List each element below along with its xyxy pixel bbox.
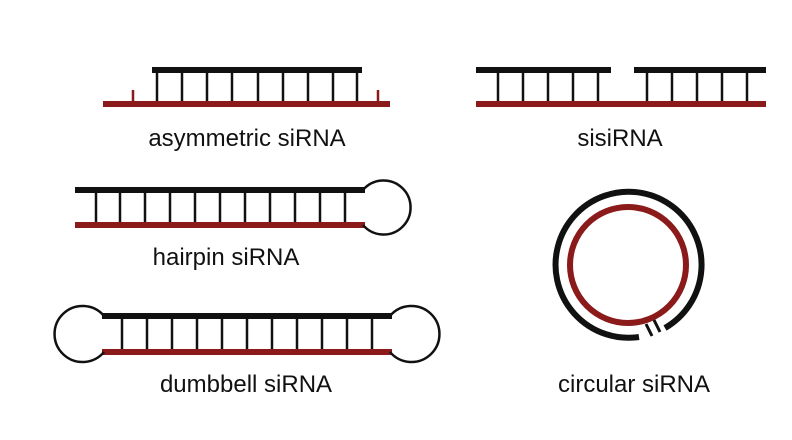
- circular-sense-ring: [552, 188, 705, 341]
- label-asymmetric-sirna: asymmetric siRNA: [148, 125, 346, 152]
- dumbbell-loop-left: [53, 304, 105, 364]
- circular-sirna-figure: [552, 188, 705, 341]
- hairpin-sirna-figure: [75, 179, 412, 236]
- label-dumbbell-sirna: dumbbell siRNA: [159, 371, 333, 398]
- circular-antisense-ring: [567, 204, 689, 326]
- hairpin-base-pairs: [94, 190, 347, 222]
- hairpin-loop: [362, 179, 412, 236]
- label-sisirna: sisiRNA: [577, 125, 663, 152]
- sisirna-base-pairs: [496, 70, 749, 101]
- terminal-base: [652, 319, 662, 333]
- label-hairpin-sirna: hairpin siRNA: [152, 244, 300, 271]
- dumbbell-sirna-figure: [53, 304, 441, 364]
- circular-terminal-bases: [644, 319, 662, 337]
- dumbbell-base-pairs: [120, 316, 374, 349]
- asymmetric-base-pairs: [131, 70, 380, 101]
- dumbbell-loop-right: [389, 304, 441, 364]
- sisirna-figure: [476, 67, 766, 107]
- asymmetric-sirna-figure: [103, 67, 390, 107]
- label-circular-sirna: circular siRNA: [557, 371, 711, 398]
- terminal-base: [644, 323, 654, 337]
